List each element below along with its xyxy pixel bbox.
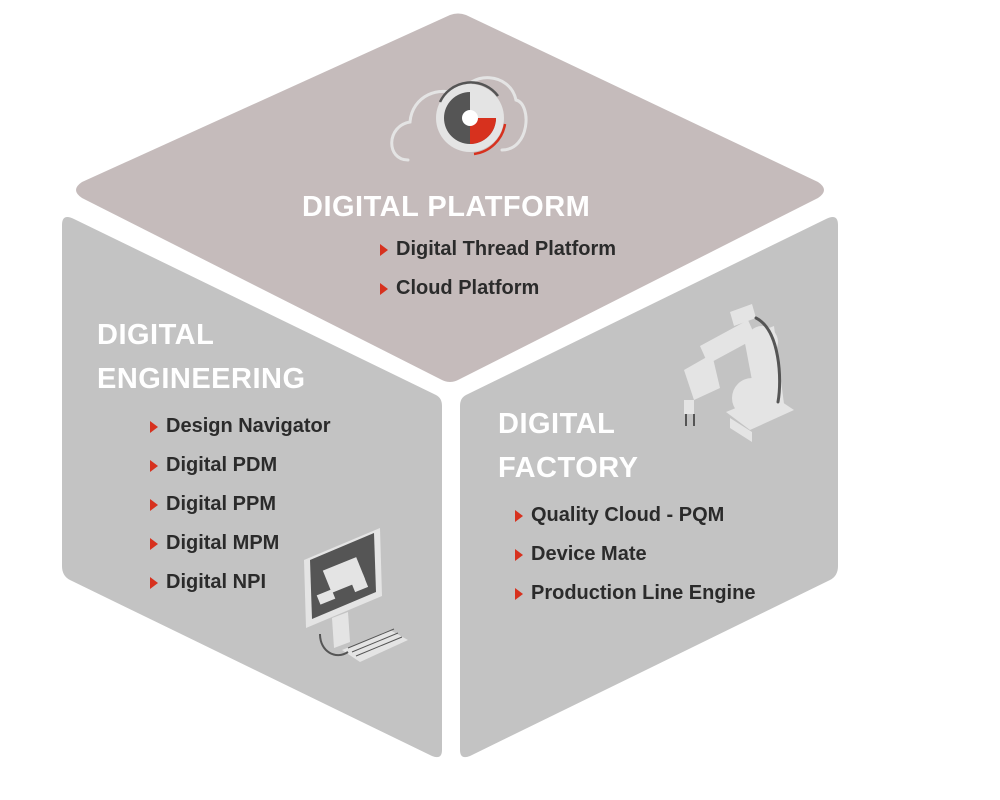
factory-title-line1: DIGITAL (498, 408, 616, 440)
platform-item-label: Digital Thread Platform (396, 238, 617, 260)
factory-item-label: Quality Cloud - PQM (531, 504, 725, 526)
bullet-arrow-icon (380, 243, 388, 256)
bullet-arrow-icon (150, 576, 158, 589)
computer-monitor-icon (304, 528, 408, 662)
engineering-item-label: Digital NPI (166, 571, 267, 593)
engineering-list-item: Digital MPM (150, 524, 330, 563)
engineering-title-line2: ENGINEERING (97, 363, 306, 395)
engineering-item-label: Digital PPM (166, 493, 277, 515)
factory-title: DIGITAL FACTORY (498, 402, 638, 490)
engineering-list-item: Digital PPM (150, 485, 330, 524)
bullet-arrow-icon (515, 587, 523, 600)
platform-title: DIGITAL PLATFORM (302, 185, 590, 229)
top-face-platform (76, 13, 824, 382)
bullet-arrow-icon (515, 548, 523, 561)
robot-arm-icon (684, 304, 794, 442)
bullet-arrow-icon (150, 537, 158, 550)
platform-title-text: DIGITAL PLATFORM (302, 191, 591, 223)
right-face-factory (460, 217, 838, 758)
bullet-arrow-icon (150, 459, 158, 472)
engineering-list-item: Design Navigator (150, 407, 330, 446)
engineering-item-label: Design Navigator (166, 415, 331, 437)
factory-list-item: Quality Cloud - PQM (515, 496, 755, 535)
engineering-list-item: Digital PDM (150, 446, 330, 485)
factory-title-line2: FACTORY (498, 452, 639, 484)
factory-item-label: Device Mate (531, 543, 647, 565)
bullet-arrow-icon (150, 420, 158, 433)
engineering-item-label: Digital PDM (166, 454, 278, 476)
engineering-list-item: Digital NPI (150, 563, 330, 602)
bullet-arrow-icon (380, 282, 388, 295)
engineering-title: DIGITAL ENGINEERING (97, 313, 306, 401)
factory-list-item: Production Line Engine (515, 574, 755, 613)
factory-item-label: Production Line Engine (531, 582, 756, 604)
bullet-arrow-icon (150, 498, 158, 511)
factory-list-item: Device Mate (515, 535, 755, 574)
bullet-arrow-icon (515, 509, 523, 522)
platform-list-item: Digital Thread Platform (380, 230, 616, 269)
engineering-item-label: Digital MPM (166, 532, 280, 554)
platform-list-item: Cloud Platform (380, 269, 616, 308)
platform-item-label: Cloud Platform (396, 277, 540, 299)
engineering-title-line1: DIGITAL (97, 319, 215, 351)
cloud-gauge-icon (390, 76, 528, 162)
